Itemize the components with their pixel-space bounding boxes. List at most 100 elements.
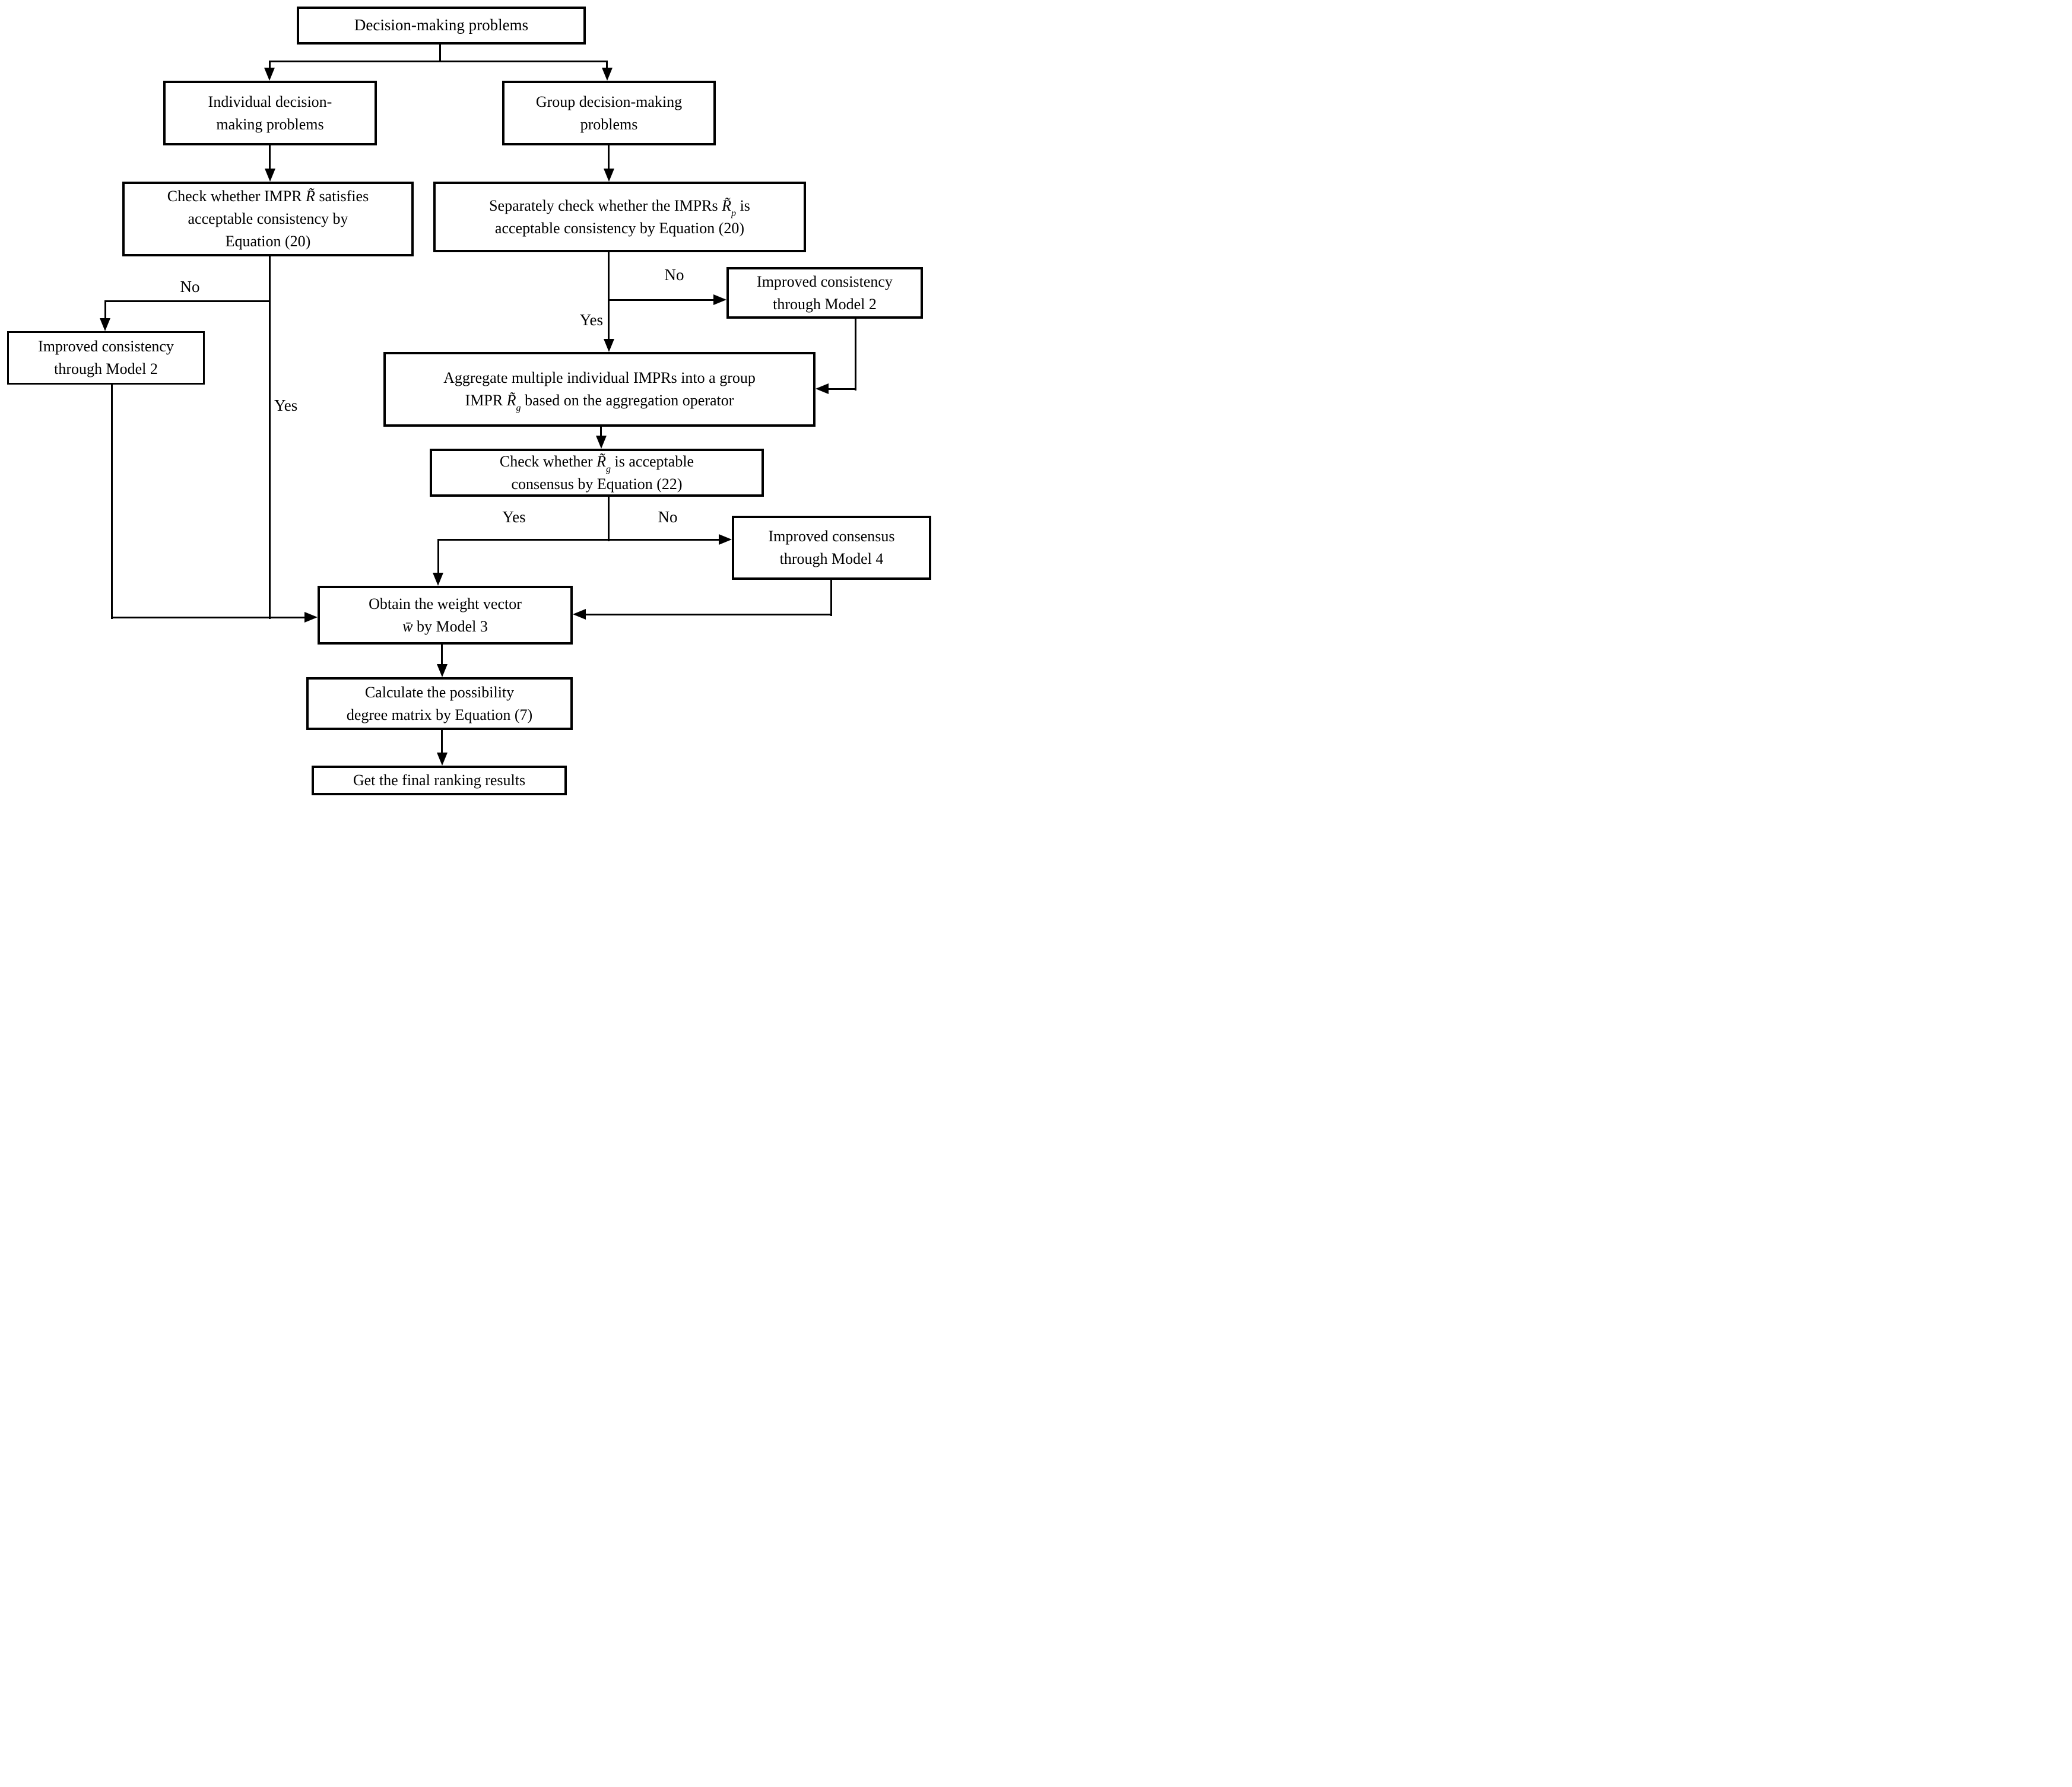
text-segment: through Model 2 [773,295,877,313]
box-decision-making-problems: Decision-making problems [297,7,586,45]
text-segment: Obtain the weight vector [369,595,522,612]
text-segment: Get the final ranking results [353,772,526,789]
text-segment: acceptable consistency by [188,210,348,228]
text-segment: p [731,208,737,218]
label-no-left: No [180,278,200,296]
text-segment: Check whether IMPR [167,188,306,205]
text-segment: Aggregate multiple individual IMPRs into… [443,369,756,387]
connector-left-no-hline [105,300,271,302]
connector-right-no-hline [609,299,713,301]
box-text: Separately check whether the IMPRs R̃p i… [489,195,750,239]
text-segment: Improved consistency [38,338,174,356]
arrowhead-into-final [437,753,448,766]
arrowhead-into-possibility [437,664,448,677]
text-segment: IMPR [465,392,507,409]
box-check-consensus: Check whether R̃g is acceptable consensus… [430,449,764,497]
text-segment: Improved consistency [757,272,893,290]
text-segment: acceptable consistency by Equation (20) [494,219,745,237]
label-no-right: No [664,266,684,284]
connector-consensus-stem [608,497,610,541]
box-individual-problems: Individual decision-making problems [163,81,377,145]
box-text: Decision-making problems [354,14,528,37]
box-possibility-degree-matrix: Calculate the possibility degree matrix b… [306,677,573,730]
arrowhead-into-aggregate-top [604,339,614,352]
label-no-consensus: No [658,508,678,526]
box-final-ranking: Get the final ranking results [312,766,567,795]
text-segment: making problems [216,115,324,133]
flowchart-canvas: Decision-making problems Individual deci… [0,0,932,804]
text-segment: degree matrix by Equation (7) [346,706,533,723]
box-improved-consistency-model2-right: Improved consistency through Model 2 [726,267,923,319]
connector-aggregate-to-consensus [600,427,602,436]
arrowhead-into-check-individual [265,169,275,182]
text-segment: Individual decision- [208,93,332,110]
arrowhead-into-model2-right [713,294,726,305]
connector-right-yes-vline [608,252,610,339]
text-segment: Check whether [499,452,597,470]
text-segment: Calculate the possibility [364,683,515,701]
box-text: Check whether IMPR R̃ satisfies acceptabl… [167,185,369,252]
text-segment: is acceptable [611,452,694,470]
text-segment: Group decision-making [535,93,683,110]
arrowhead-into-group [602,68,613,81]
text-segment: g [605,464,611,474]
text-segment: Decision-making problems [354,16,529,34]
arrowhead-into-model4 [719,534,732,545]
box-text: Improved consistency through Model 2 [38,335,174,380]
connector-top-stem [439,45,441,62]
text-segment: by Model 3 [413,617,488,635]
text-segment: Equation (20) [225,232,311,250]
arrowhead-into-aggregate-right [816,383,829,394]
connector-merge-into-weight-hline [112,617,304,618]
label-yes-consensus: Yes [502,508,526,526]
box-text: Aggregate multiple individual IMPRs into… [443,367,756,413]
connector-to-individual-line [269,61,271,69]
connector-left-no-vline [104,300,106,319]
connector-model2-right-down [855,319,856,391]
text-segment: through Model 4 [779,550,884,567]
box-text: Improved consensus through Model 4 [768,525,894,570]
text-segment: through Model 2 [54,360,158,377]
text-segment: Separately check whether the IMPRs [489,196,722,214]
arrowhead-into-consensus [596,436,607,449]
box-text: Calculate the possibility degree matrix b… [347,681,532,726]
text-segment: based on the aggregation operator [521,392,734,409]
connector-individual-to-check [269,145,271,169]
box-aggregate-imprs: Aggregate multiple individual IMPRs into… [383,352,816,427]
label-yes-left: Yes [274,396,298,414]
text-segment: R̃ [506,392,516,409]
connector-to-group-line [606,61,608,69]
connector-model4-down [830,580,832,616]
connector-possibility-to-final [441,730,443,753]
connector-consensus-branch-hline [438,539,719,541]
box-group-problems: Group decision-making problems [502,81,716,145]
box-text: Improved consistency through Model 2 [757,271,893,315]
text-segment: consensus by Equation (22) [511,475,683,493]
box-check-consistency-individual: Check whether IMPR R̃ satisfies acceptabl… [122,182,414,256]
connector-group-to-check [608,145,610,169]
text-segment: satisfies [315,188,369,205]
text-segment: R̃ [722,196,732,214]
arrowhead-into-weight-top [433,573,443,586]
arrowhead-into-weight-left [304,612,318,623]
box-text: Obtain the weight vector w̄ by Model 3 [369,593,522,637]
arrowhead-into-check-group [604,169,614,182]
box-text: Individual decision-making problems [208,91,332,135]
box-improved-consensus-model4: Improved consensus through Model 4 [732,516,931,580]
arrowhead-into-weight-right [573,609,586,620]
text-segment: problems [580,115,638,133]
text-segment: Improved consensus [768,528,895,545]
box-check-consistency-group: Separately check whether the IMPRs R̃p i… [433,182,806,252]
box-improved-consistency-model2-left: Improved consistency through Model 2 [7,331,205,385]
arrowhead-into-model2-left [100,318,110,331]
text-segment: g [516,402,521,413]
text-segment: w̄ [402,617,413,635]
connector-top-split-hline [269,61,608,62]
box-text: Check whether R̃g is acceptable consensus… [500,450,694,495]
connector-model2-left-down [111,385,113,619]
text-segment: R̃ [306,188,315,205]
text-segment: R̃ [596,452,606,470]
connector-model4-hline [586,614,832,615]
connector-consensus-yes-vline [437,539,439,573]
connector-model2-right-hline [829,388,856,390]
